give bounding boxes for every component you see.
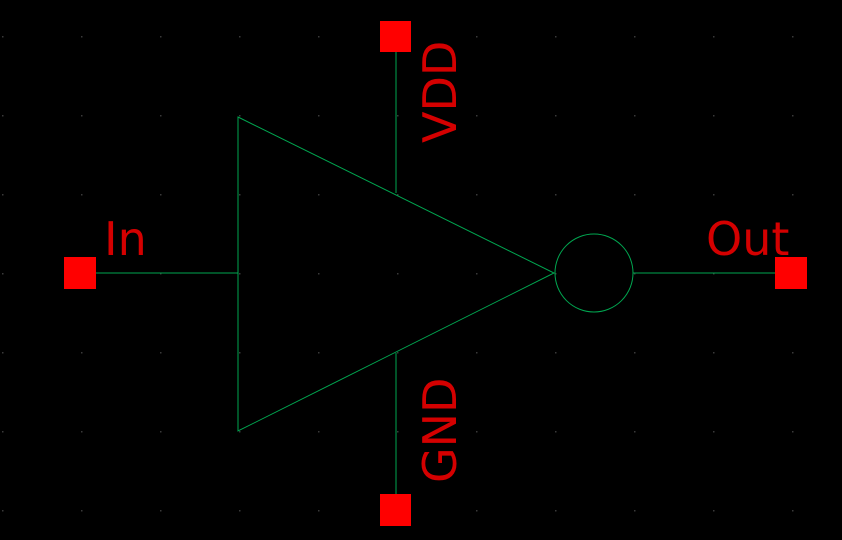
gnd-pin-label: GND	[413, 378, 467, 483]
grid-dot	[713, 194, 715, 196]
grid-dot	[555, 510, 557, 512]
grid-dot	[792, 510, 794, 512]
grid-dot	[239, 510, 241, 512]
grid-dot	[239, 115, 241, 117]
grid-dot	[792, 194, 794, 196]
grid-dot	[81, 352, 83, 354]
vdd-pin-label: VDD	[413, 41, 467, 143]
vdd-pin[interactable]	[380, 21, 411, 52]
grid-dot	[239, 431, 241, 433]
grid-dot	[555, 273, 557, 275]
grid-dot	[160, 431, 162, 433]
grid-dot	[713, 115, 715, 117]
grid-dot	[81, 510, 83, 512]
grid-dot	[160, 115, 162, 117]
grid-dot	[318, 36, 320, 38]
grid-dot	[634, 115, 636, 117]
grid-dot	[397, 115, 399, 117]
grid-dot	[634, 194, 636, 196]
input-pin-label: In	[104, 212, 147, 266]
grid-dot	[239, 352, 241, 354]
grid-dot	[555, 194, 557, 196]
grid-dot	[81, 194, 83, 196]
grid-dot	[555, 352, 557, 354]
grid-dot	[239, 194, 241, 196]
grid-dot	[713, 352, 715, 354]
grid-dot	[81, 115, 83, 117]
grid-dot	[634, 510, 636, 512]
grid-dot	[318, 431, 320, 433]
grid-dot	[713, 431, 715, 433]
grid-dot	[713, 510, 715, 512]
grid-dot	[476, 352, 478, 354]
grid-dot	[318, 273, 320, 275]
grid-dot	[160, 352, 162, 354]
grid-dot	[397, 431, 399, 433]
grid-dot	[792, 36, 794, 38]
gnd-pin[interactable]	[380, 494, 411, 526]
grid-dot	[318, 352, 320, 354]
input-pin[interactable]	[64, 257, 96, 289]
grid-dot	[160, 36, 162, 38]
inverter-triangle	[237, 116, 556, 432]
grid-dot	[634, 431, 636, 433]
grid-dot	[634, 273, 636, 275]
grid-dot	[239, 36, 241, 38]
grid-dot	[713, 273, 715, 275]
grid-dot	[318, 115, 320, 117]
grid-dot	[2, 273, 4, 275]
grid-dot	[476, 36, 478, 38]
grid-dot	[2, 510, 4, 512]
output-pin-label: Out	[706, 212, 789, 266]
grid-dot	[397, 352, 399, 354]
grid-dot	[2, 36, 4, 38]
grid-dot	[555, 115, 557, 117]
grid-dot	[160, 273, 162, 275]
grid-dot	[634, 36, 636, 38]
inverter-symbol[interactable]	[80, 37, 790, 510]
grid-dot	[634, 352, 636, 354]
grid-dot	[160, 194, 162, 196]
grid-dot	[555, 36, 557, 38]
output-pin[interactable]	[775, 257, 807, 289]
grid-dot	[239, 273, 241, 275]
grid-dot	[318, 510, 320, 512]
grid-dot	[476, 115, 478, 117]
grid-dot	[81, 36, 83, 38]
grid-dot	[397, 194, 399, 196]
grid-dot	[2, 352, 4, 354]
grid-dot	[792, 352, 794, 354]
grid-dot	[318, 194, 320, 196]
grid-dot	[2, 115, 4, 117]
grid-dot	[713, 36, 715, 38]
grid-dot	[476, 510, 478, 512]
grid-dot	[2, 431, 4, 433]
grid-dot	[792, 431, 794, 433]
grid-dot	[81, 431, 83, 433]
grid-dot	[2, 194, 4, 196]
grid-dot	[160, 510, 162, 512]
grid-dot	[792, 115, 794, 117]
grid-dot	[476, 194, 478, 196]
grid-dot	[476, 273, 478, 275]
grid-dot	[397, 273, 399, 275]
grid-dot	[476, 431, 478, 433]
grid-dot	[555, 431, 557, 433]
